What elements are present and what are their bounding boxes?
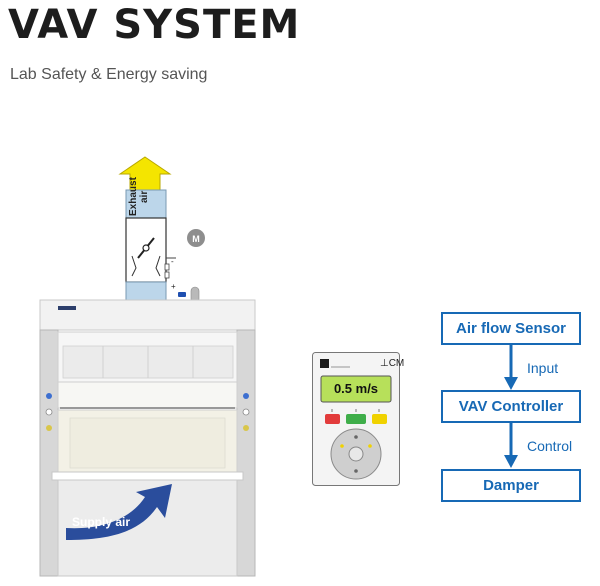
sash-lower bbox=[57, 381, 238, 409]
page-title: VAV SYSTEM bbox=[8, 2, 301, 48]
device-display-screen bbox=[320, 375, 392, 403]
motor-label: M bbox=[192, 234, 200, 244]
device-dial-dot bbox=[340, 444, 344, 448]
device-display-value: 0.5 m/s bbox=[333, 381, 379, 396]
hood-logo bbox=[58, 306, 76, 310]
device-dial-dot bbox=[354, 469, 358, 473]
air-flow-sensor-node: Air flow Sensor bbox=[441, 312, 581, 345]
actuator-minus: - bbox=[171, 257, 174, 266]
control-arrow bbox=[504, 423, 518, 468]
exhaust-air-label: Exhaust air bbox=[128, 177, 150, 217]
fixture-knob bbox=[46, 393, 52, 399]
device-brand-label: ⊥CM bbox=[380, 358, 405, 369]
sensor-cable bbox=[178, 292, 186, 297]
page-subtitle: Lab Safety & Energy saving bbox=[10, 66, 208, 83]
device-button-red bbox=[325, 414, 340, 424]
device-logo-mark bbox=[320, 359, 329, 368]
exhaust-duct-top bbox=[125, 189, 167, 219]
vav-controller-device bbox=[312, 352, 400, 486]
device-dial-dot bbox=[368, 444, 372, 448]
fixture-knob bbox=[46, 425, 52, 431]
damper-bracket-right bbox=[155, 255, 161, 277]
control-edge-label: Control bbox=[527, 438, 573, 454]
fixture-knob bbox=[242, 408, 250, 416]
vav-controller-node: VAV Controller bbox=[441, 390, 581, 423]
device-dial-dot bbox=[354, 435, 358, 439]
hood-left-column bbox=[39, 329, 59, 577]
fixture-knob bbox=[243, 393, 249, 399]
damper-pivot bbox=[142, 244, 150, 252]
fixture-knob bbox=[45, 408, 53, 416]
damper-bracket-left bbox=[131, 255, 137, 277]
damper-node: Damper bbox=[441, 469, 581, 502]
actuator-plus: + bbox=[171, 282, 176, 291]
hood-right-column bbox=[236, 329, 256, 577]
motor-icon bbox=[187, 229, 205, 247]
actuator-terminal bbox=[164, 271, 170, 279]
input-arrow bbox=[504, 345, 518, 390]
fume-hood-illustration: - + M bbox=[39, 156, 256, 577]
supply-air-label: Supply air bbox=[72, 515, 131, 529]
work-surface bbox=[51, 471, 244, 481]
device-dial-center bbox=[348, 446, 364, 462]
actuator-terminal bbox=[164, 263, 170, 271]
device-button-green bbox=[346, 414, 366, 424]
supply-arrow bbox=[66, 484, 172, 540]
chamber-baffle bbox=[69, 417, 226, 469]
hood-top bbox=[39, 299, 256, 331]
device-button-yellow bbox=[372, 414, 387, 424]
fixture-knob bbox=[243, 425, 249, 431]
input-edge-label: Input bbox=[527, 360, 559, 376]
